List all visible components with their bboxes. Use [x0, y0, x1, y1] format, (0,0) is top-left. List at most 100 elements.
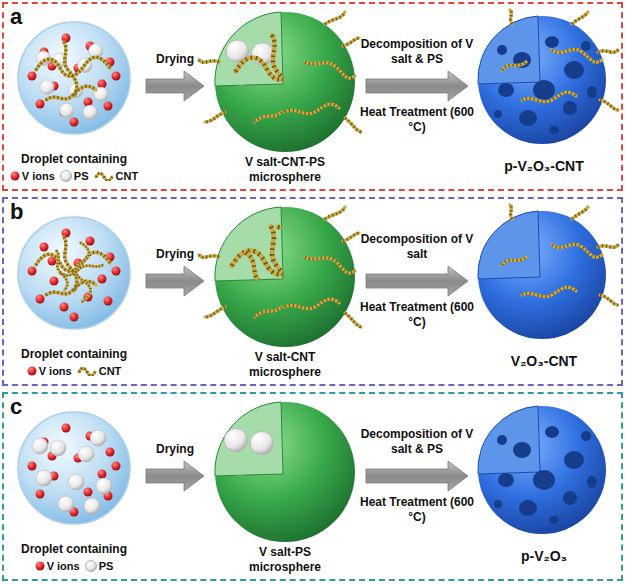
illustration-part	[28, 34, 121, 127]
microsphere	[199, 207, 361, 347]
legend-text: V ions	[47, 559, 80, 573]
droplet-stage: Droplet containing V ions PS CNT	[6, 18, 142, 186]
illustration-part	[36, 42, 110, 100]
microsphere	[215, 402, 355, 542]
arrow-label: Heat Treatment (600 °C)	[359, 300, 475, 330]
illustration-part	[215, 402, 355, 542]
arrow-label: Drying	[117, 442, 233, 457]
stage-label: Droplet containing	[21, 152, 127, 167]
legend-row: V ions CNT	[27, 364, 122, 378]
panel-letter: a	[10, 4, 22, 30]
illustration-part	[224, 417, 340, 539]
legend-item: V ions	[10, 169, 55, 183]
illustration-part	[236, 35, 332, 110]
process-arrow	[366, 461, 468, 491]
droplet-stage: Droplet containing V ions PS	[6, 408, 142, 576]
ion-icon	[35, 561, 45, 571]
stage-label: p-V₂O₃-CNT	[504, 158, 584, 175]
process-arrow	[146, 461, 204, 491]
ion-dot	[35, 562, 44, 571]
ion-icon	[27, 366, 37, 376]
droplet	[18, 412, 130, 524]
cnt-tube	[79, 368, 95, 376]
legend-row: V ions PS CNT	[10, 169, 138, 183]
illustration-part	[502, 205, 618, 305]
illustration-part	[36, 44, 108, 120]
ion-icon	[10, 171, 20, 181]
product-stage: p-V₂O₃-CNT	[472, 12, 616, 178]
stage-label: V salt-CNT-PS microsphere	[230, 155, 340, 185]
arrow-label: Heat Treatment (600 °C)	[359, 495, 475, 525]
legend-item: PS	[85, 559, 114, 573]
illustration-part	[199, 12, 361, 132]
droplet	[18, 22, 130, 134]
microsphere-stage: V salt-CNT microsphere	[208, 205, 362, 383]
panel-band: cDroplet containing V ions PS V salt-PS mic…	[2, 392, 623, 581]
panel-band: aDroplet containing V ions PS CNT V salt-CNT…	[2, 2, 623, 191]
ps-bead-icon	[60, 170, 72, 182]
panel-letter: b	[10, 199, 23, 225]
illustration-part	[18, 412, 130, 524]
illustration-part	[478, 211, 606, 339]
legend-item: PS	[60, 169, 89, 183]
dense-sphere	[478, 205, 618, 339]
legend-text: PS	[74, 169, 89, 183]
legend-text: V ions	[22, 169, 55, 183]
legend-text: PS	[99, 559, 114, 573]
legend-item: CNT	[77, 364, 122, 378]
stage-label: V salt-PS microsphere	[230, 545, 340, 575]
legend-row: V ions PS	[35, 559, 114, 573]
illustration-part	[224, 417, 340, 539]
illustration-part	[56, 243, 102, 302]
illustration-part	[215, 12, 355, 152]
stage-label: V salt-CNT microsphere	[230, 350, 340, 380]
illustration-part	[32, 430, 112, 514]
arrow-label: Heat Treatment (600 °C)	[359, 105, 475, 135]
process-arrow	[366, 266, 468, 296]
arrow-label: Decomposition of V salt	[359, 232, 475, 262]
process-arrow	[146, 71, 204, 101]
cnt-icon	[94, 171, 114, 181]
illustration-part	[494, 426, 597, 524]
illustration-part	[478, 16, 606, 144]
legend-text: CNT	[99, 364, 122, 378]
cnt-icon	[77, 366, 97, 376]
legend-item: V ions	[27, 364, 72, 378]
legend-text: CNT	[116, 169, 139, 183]
illustration-part	[18, 217, 130, 329]
porous-sphere	[478, 10, 618, 144]
panel-letter: c	[10, 394, 22, 420]
product-stage: p-V₂O₃	[472, 402, 616, 568]
ion-dot	[27, 367, 36, 376]
process-arrow	[366, 71, 468, 101]
microsphere-stage: V salt-CNT-PS microsphere	[208, 10, 362, 188]
ps-bead	[85, 561, 96, 572]
legend-item: V ions	[35, 559, 80, 573]
product-stage: V₂O₃-CNT	[472, 207, 616, 373]
legend-item: CNT	[94, 169, 139, 183]
ion-dot	[10, 172, 19, 181]
cnt-tube	[79, 368, 95, 376]
illustration-part	[28, 229, 121, 322]
legend-text: V ions	[39, 364, 72, 378]
illustration-part	[199, 207, 361, 327]
stage-label: Droplet containing	[21, 347, 127, 362]
illustration-part	[18, 22, 130, 134]
cnt-tube	[96, 173, 112, 181]
cnt-tube	[96, 173, 112, 181]
illustration-part	[226, 29, 338, 147]
droplet-stage: Droplet containing V ions CNT	[6, 213, 142, 381]
illustration-part	[232, 227, 336, 308]
illustration-part	[494, 426, 597, 524]
illustration-part	[502, 10, 618, 110]
stage-label: Droplet containing	[21, 542, 127, 557]
illustration-part	[232, 215, 345, 331]
panel-band: bDroplet containing V ions CNT V salt-CNT m…	[2, 197, 623, 386]
arrow-label: Decomposition of V salt & PS	[359, 427, 475, 457]
illustration-part	[28, 424, 121, 517]
arrow-label: Decomposition of V salt & PS	[359, 37, 475, 67]
illustration-part	[226, 29, 338, 147]
